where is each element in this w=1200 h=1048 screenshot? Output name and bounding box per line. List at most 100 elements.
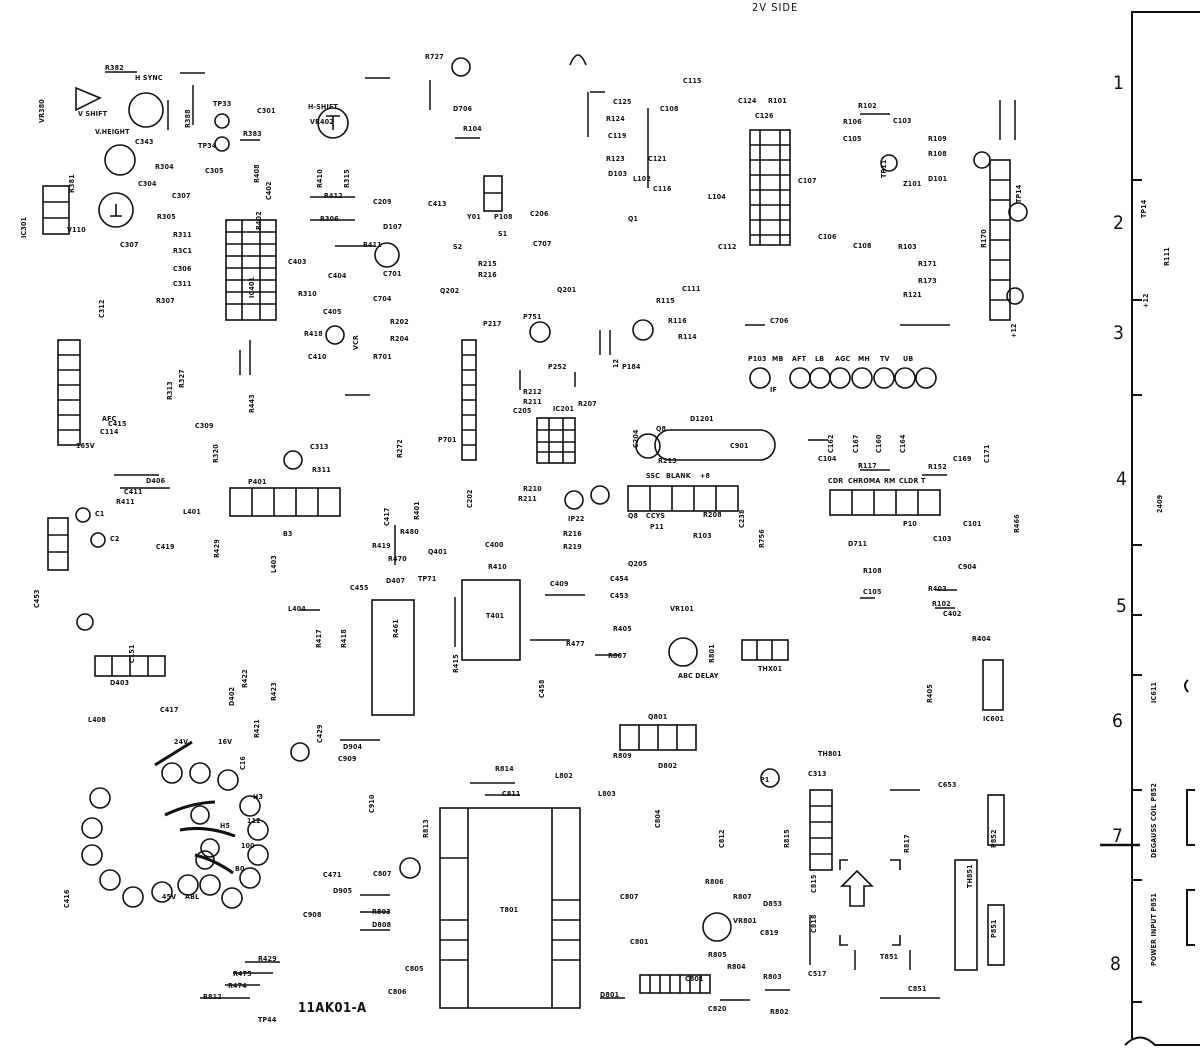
component-label: 12 — [612, 358, 620, 368]
component-label: IC611 — [1150, 681, 1158, 703]
board-title: 11AK01-A — [298, 1001, 367, 1016]
component-label: Y01 — [467, 213, 481, 221]
component-label: D107 — [383, 223, 403, 231]
component-label: R470 — [388, 555, 407, 563]
component-label: CCYS — [646, 512, 666, 520]
component-label: R814 — [495, 765, 514, 773]
component-label: L802 — [555, 772, 573, 780]
component-label: C106 — [818, 233, 837, 241]
component-label: T801 — [500, 906, 519, 914]
component-label: R815 — [783, 829, 791, 848]
component-label: C116 — [653, 185, 672, 193]
component-label: R408 — [253, 164, 261, 183]
component-label: CDR — [828, 477, 844, 485]
component-label: H5 — [220, 822, 231, 830]
component-label: R383 — [243, 130, 262, 138]
component-label: C204 — [632, 429, 640, 448]
component-label: B3 — [283, 530, 293, 538]
component-label: C701 — [383, 270, 402, 278]
component-label: P217 — [483, 320, 502, 328]
component-label: Q401 — [428, 548, 448, 556]
component-label: P184 — [622, 363, 641, 371]
component-label: L102 — [633, 175, 651, 183]
component-label: L401 — [183, 508, 201, 516]
component-label: R106 — [843, 118, 862, 126]
component-label: IC601 — [983, 715, 1005, 723]
component-label: P1 — [760, 776, 770, 784]
component-label: R410 — [316, 169, 324, 188]
component-label: Q8 — [628, 512, 639, 520]
component-label: IC401 — [248, 276, 256, 298]
component-label: V SHIFT — [78, 110, 108, 118]
component-label: S1 — [498, 230, 508, 238]
component-label: C453 — [610, 592, 629, 600]
component-label: C819 — [760, 929, 779, 937]
component-label: P852 — [990, 829, 998, 848]
component-label: B0 — [235, 865, 245, 873]
component-label: C807 — [373, 870, 392, 878]
component-label: C801 — [685, 975, 704, 983]
component-label: R477 — [566, 640, 585, 648]
component-label: C301 — [257, 107, 276, 115]
component-label: C108 — [660, 105, 679, 113]
component-label: MB — [772, 355, 784, 363]
component-label: RM — [884, 477, 896, 485]
component-label: C815 — [810, 874, 818, 893]
component-label: R108 — [928, 150, 947, 158]
component-label: C455 — [350, 584, 369, 592]
component-label: R320 — [212, 444, 220, 463]
component-label: R123 — [606, 155, 625, 163]
component-label: R701 — [373, 353, 392, 361]
component-label: R210 — [523, 485, 542, 493]
component-label: DEGAUSS COIL P852 — [1150, 782, 1158, 858]
component-label: R405 — [926, 684, 934, 703]
component-label: R461 — [392, 619, 400, 638]
component-label: 45V — [162, 893, 177, 901]
component-label: 24V — [174, 738, 189, 746]
component-label: C415 — [108, 420, 127, 428]
component-label: R404 — [972, 635, 991, 643]
component-label: R310 — [298, 290, 317, 298]
component-label: CLDR — [899, 477, 919, 485]
component-label: UB — [903, 355, 914, 363]
component-label: C417 — [383, 507, 391, 526]
component-label: D407 — [386, 577, 406, 585]
component-label: D103 — [608, 170, 628, 178]
component-label: R475 — [233, 970, 252, 978]
component-label: R429 — [258, 955, 277, 963]
component-label: C707 — [533, 240, 552, 248]
component-label: C811 — [502, 790, 521, 798]
ruler-4: 4 — [1116, 468, 1128, 490]
component-label: C205 — [513, 407, 532, 415]
component-label: ABL — [185, 893, 200, 901]
component-label: R111 — [1163, 247, 1171, 266]
ruler-3: 3 — [1113, 322, 1125, 344]
component-label: R418 — [304, 330, 323, 338]
component-label: R103 — [693, 532, 712, 540]
component-label: C416 — [63, 889, 71, 908]
component-label: R306 — [320, 215, 339, 223]
component-label: C908 — [303, 911, 322, 919]
component-label: R805 — [708, 951, 727, 959]
component-outlines — [105, 71, 1016, 1001]
component-label: C410 — [308, 353, 327, 361]
component-label: R170 — [980, 229, 988, 248]
component-label: BLANK — [666, 472, 691, 480]
component-label: C812 — [718, 829, 726, 848]
component-label: D706 — [453, 105, 473, 113]
component-label: C403 — [288, 258, 307, 266]
component-label: C111 — [682, 285, 701, 293]
component-label: P108 — [494, 213, 513, 221]
component-label: C820 — [708, 1005, 727, 1013]
component-label: P851 — [990, 919, 998, 938]
component-label: C402 — [265, 181, 273, 200]
component-label: R474 — [228, 982, 247, 990]
component-label: R305 — [157, 213, 176, 221]
component-label: C169 — [953, 455, 972, 463]
component-label: 112 — [247, 817, 261, 825]
component-label: C16 — [239, 756, 247, 770]
component-label: V110 — [67, 226, 86, 234]
component-label: R327 — [178, 369, 186, 388]
component-label: AFC — [102, 415, 117, 423]
